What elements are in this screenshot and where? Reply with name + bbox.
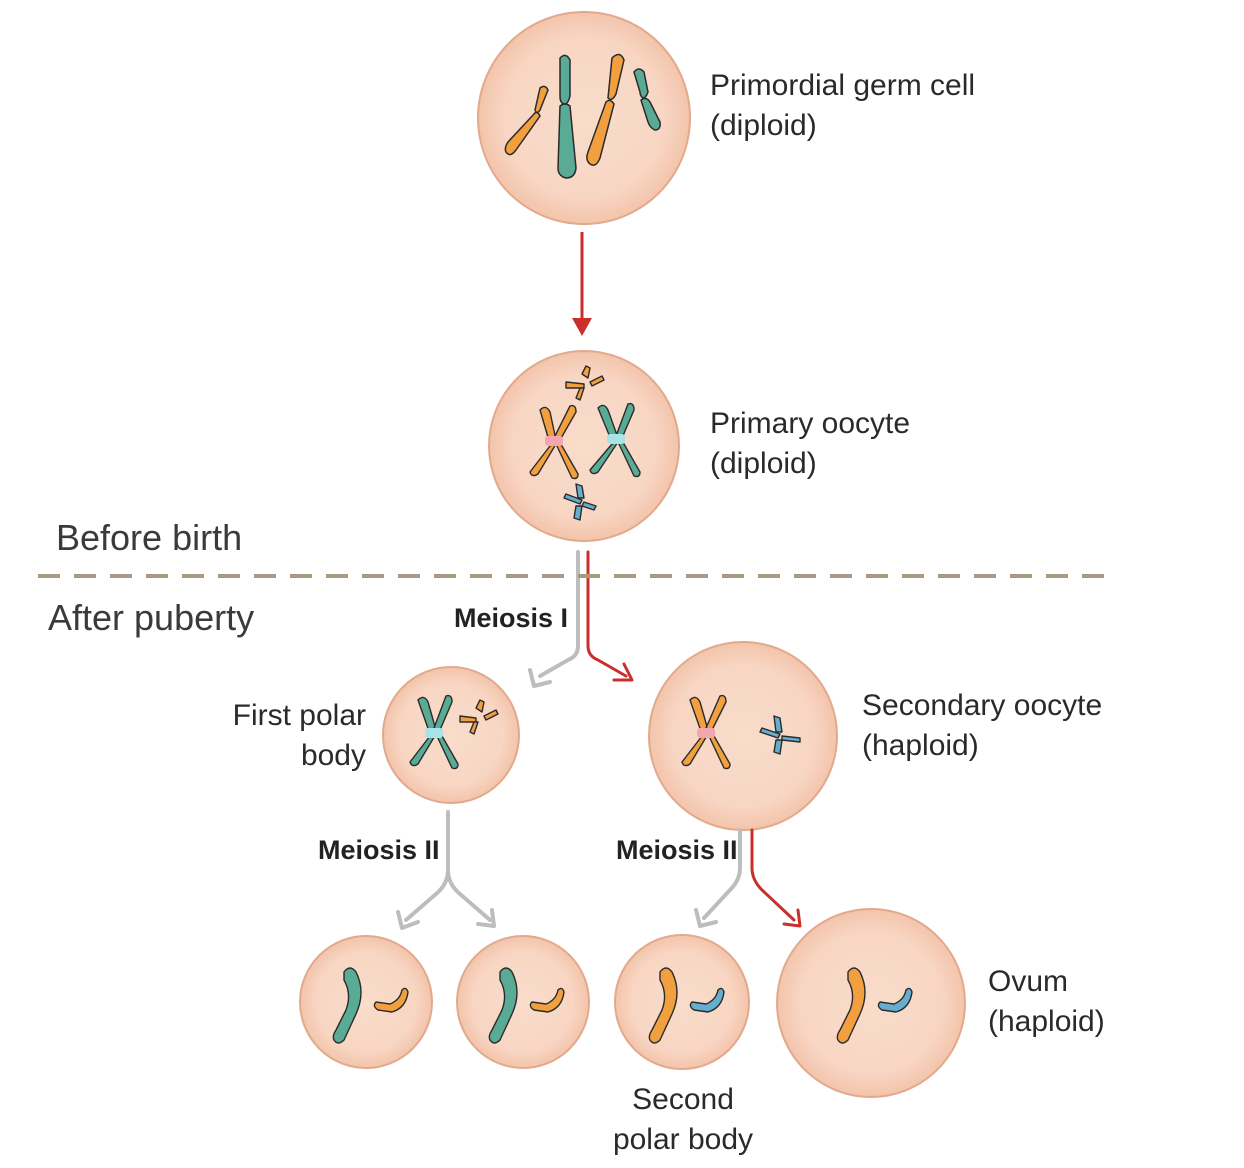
chromosome-x-orange xyxy=(681,694,731,770)
primordial-germ-cell xyxy=(477,11,691,225)
chromosome-x-orange-small xyxy=(565,365,605,401)
chromosome-x-blue-small xyxy=(759,715,801,755)
second-polar-body-label: Second polar body xyxy=(590,1080,776,1160)
chromatid-orange-short xyxy=(373,987,409,1013)
first-polar-body-label: First polar body xyxy=(200,696,366,776)
primary-label-line1: Primary oocyte xyxy=(710,407,911,440)
secondary-label-line2: (haploid) xyxy=(862,729,979,762)
first-polar-body-cell xyxy=(382,666,520,804)
primordial-label-line2: (diploid) xyxy=(710,109,817,142)
chromosome-x-green-large xyxy=(589,402,641,478)
polar-body-daughter-2-cell xyxy=(456,935,590,1069)
chromatid-orange-short xyxy=(529,987,565,1013)
chromosome-orange-long xyxy=(607,53,625,101)
arrow-meiosis-2-gray xyxy=(694,828,742,928)
ovum-label-line1: Ovum xyxy=(988,965,1069,998)
chromosome-green-short xyxy=(633,68,649,99)
second-polar-label-line2: polar body xyxy=(612,1123,754,1156)
after-puberty-label: After puberty xyxy=(48,597,255,638)
chromosome-x-orange-large xyxy=(529,404,579,480)
secondary-label-line1: Secondary oocyte xyxy=(862,689,1103,722)
secondary-oocyte-chromosomes xyxy=(681,694,801,770)
arrow-meiosis-2-polar-fork xyxy=(396,810,496,930)
meiosis-1-label: Meiosis I xyxy=(454,603,569,633)
first-polar-label-line2: body xyxy=(300,739,366,772)
arrow-mitosis xyxy=(572,232,592,336)
chromosome-orange-short xyxy=(534,85,549,114)
primary-oocyte-label: Primary oocyte (diploid) xyxy=(710,404,910,484)
ovum-label: Ovum (haploid) xyxy=(988,962,1105,1042)
ovum-label-line2: (haploid) xyxy=(988,1005,1105,1038)
chromatid-blue-short xyxy=(877,987,913,1013)
chromosome-x-green xyxy=(409,694,459,770)
second-polar-body-chromosomes xyxy=(648,967,725,1044)
first-polar-body-chromosomes xyxy=(409,694,499,770)
primary-oocyte-cell xyxy=(488,350,680,542)
primordial-label-line1: Primordial germ cell xyxy=(710,69,976,102)
secondary-oocyte-cell xyxy=(648,641,838,831)
first-polar-label-line1: First polar xyxy=(232,699,366,732)
meiosis-2-right-label: Meiosis II xyxy=(616,835,738,865)
chromatid-green-long xyxy=(488,967,518,1044)
chromatid-green-long xyxy=(332,967,362,1044)
chromosome-green-long xyxy=(559,54,571,105)
chromatid-orange-long xyxy=(648,967,678,1044)
chromosome-x-orange-small xyxy=(459,699,499,735)
polar-body-daughter-1-cell xyxy=(299,935,433,1069)
meiosis-2-left-label: Meiosis II xyxy=(318,835,440,865)
arrow-meiosis-1-gray xyxy=(528,550,580,688)
chromosome-x-blue-small xyxy=(563,483,597,521)
primary-oocyte-chromosomes xyxy=(529,365,641,521)
arrow-meiosis-2-red xyxy=(750,828,802,928)
arrow-meiosis-1-red xyxy=(586,550,634,682)
primary-label-line2: (diploid) xyxy=(710,447,817,480)
secondary-oocyte-label: Secondary oocyte (haploid) xyxy=(862,686,1102,766)
second-polar-body-cell xyxy=(614,934,750,1070)
second-polar-label-line1: Second xyxy=(632,1083,734,1116)
ovum-cell xyxy=(776,908,966,1098)
before-birth-label: Before birth xyxy=(56,517,243,558)
ovum-chromosomes xyxy=(836,967,913,1044)
primordial-germ-cell-label: Primordial germ cell (diploid) xyxy=(710,66,975,146)
chromatid-orange-long xyxy=(836,967,866,1044)
daughter-1-chromosomes xyxy=(332,967,409,1044)
primordial-chromosomes xyxy=(504,53,661,179)
chromatid-blue-short xyxy=(689,987,725,1013)
daughter-2-chromosomes xyxy=(488,967,565,1044)
